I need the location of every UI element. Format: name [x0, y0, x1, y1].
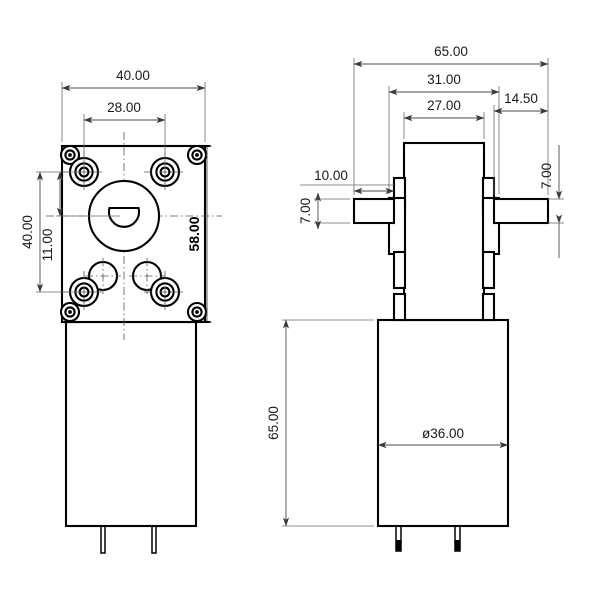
output-shaft-right [492, 197, 550, 225]
dim-label-plate-height: 58.00 [186, 216, 202, 251]
dim-label-gearbox-body: 27.00 [427, 98, 461, 113]
gearbox-body-side [402, 141, 486, 322]
gearbox-tab-left-3 [392, 250, 407, 290]
motor-body-front [64, 320, 198, 528]
dim-label-motor-diameter: ø36.00 [422, 426, 464, 441]
dim-label-overall-length: 65.00 [434, 44, 468, 59]
terminal-tip-left-side [395, 540, 402, 551]
motor-body-side [376, 318, 510, 528]
dim-label-right-shaft-len: 14.50 [504, 91, 538, 106]
dim-label-gearbox-outer: 31.00 [427, 72, 461, 87]
dim-label-right-shaft-dia: 7.00 [539, 163, 554, 189]
dimtick-58 [203, 145, 211, 323]
gearbox-tab-left-4 [392, 292, 407, 322]
dim-label-left-shaft-len: 10.00 [314, 168, 348, 183]
terminal-pin-left-front [100, 525, 106, 554]
gearbox-tab-right-3 [481, 250, 496, 290]
terminal-pin-right-front [151, 525, 157, 554]
side-view-group: 65.00 31.00 27.00 14.50 10.00 7.00 7.00 [266, 44, 564, 552]
mount-boss-bottom-right [144, 271, 208, 323]
terminal-tip-right-side [454, 540, 461, 551]
mount-boss-top-right [144, 144, 208, 193]
dim-label-hole-vert-11: 11.00 [40, 229, 55, 262]
output-shaft-left [352, 197, 396, 225]
front-view-group: 40.00 28.00 58.00 40.00 11.00 [20, 68, 222, 554]
dim-label-left-shaft-dia: 7.00 [298, 198, 313, 224]
d-shaft-bore [107, 206, 141, 228]
dim-label-bolt-span: 28.00 [107, 100, 141, 115]
dim-label-motor-length: 65.00 [266, 406, 281, 440]
dim-label-plate-width: 40.00 [116, 68, 150, 83]
gearbox-tab-right-4 [481, 292, 496, 322]
dim-label-hole-vert-40: 40.00 [20, 215, 35, 249]
